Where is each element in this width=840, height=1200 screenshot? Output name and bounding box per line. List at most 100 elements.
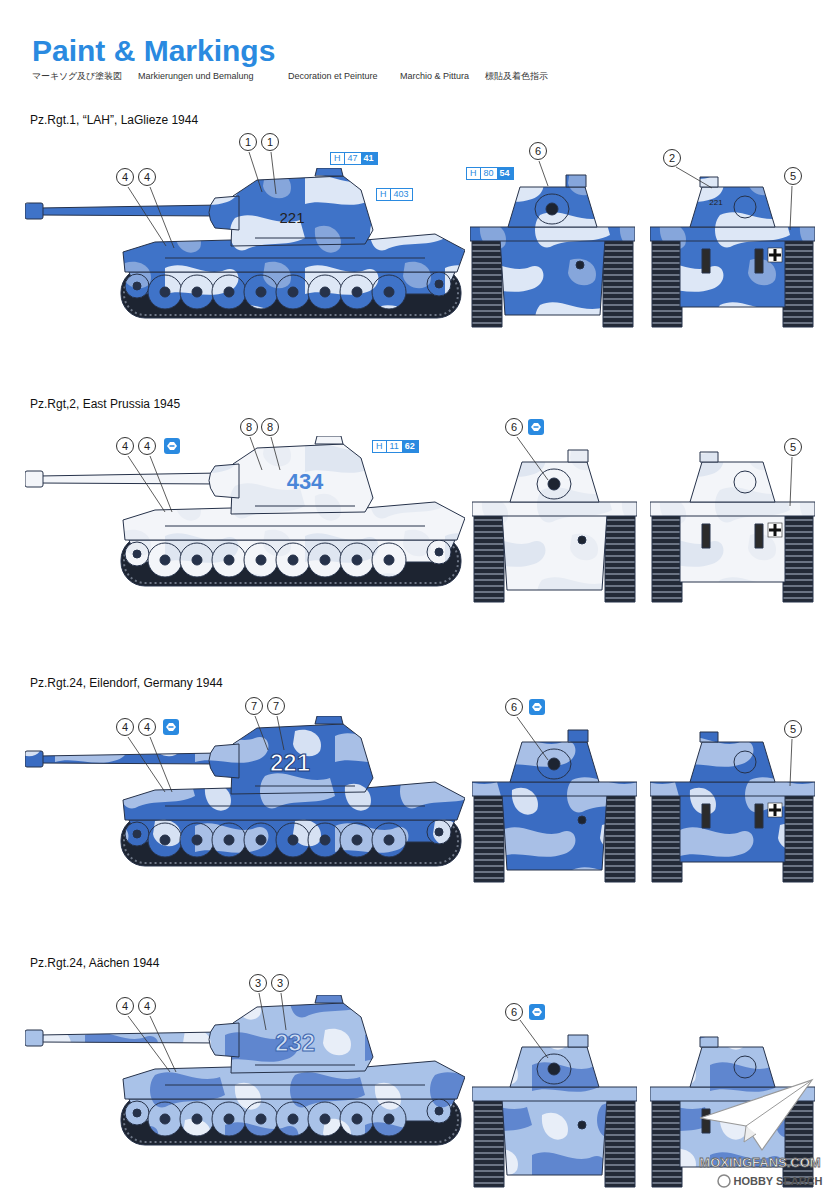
scheme-heading: Pz.Rgt.24, Eilendorf, Germany 1944 (30, 677, 223, 690)
tank-side-view (25, 168, 465, 318)
illustration-part (255, 716, 268, 750)
callout-text: 4 (144, 1001, 150, 1012)
callout-number: 1 (239, 133, 257, 151)
callout-text: 4 (144, 722, 150, 733)
illustration-part (271, 437, 280, 470)
illustration-part (249, 152, 262, 192)
decal-text: 11 (386, 441, 402, 452)
decal-text: H (377, 189, 390, 200)
tank-front-view (472, 730, 637, 882)
illustration-part (517, 717, 548, 760)
decal-text: 41 (361, 153, 377, 164)
illustration-part (128, 1016, 170, 1072)
callout-number: 4 (138, 718, 156, 736)
callout-text: 8 (267, 422, 273, 433)
callout-text: 4 (144, 172, 150, 183)
unit-symbol (528, 419, 544, 435)
scheme-heading: Pz.Rgt.24, Aächen 1944 (30, 957, 159, 970)
decal-text: 403 (390, 189, 412, 200)
callout-number: 4 (116, 437, 134, 455)
illustration-part (250, 437, 262, 470)
illustration-part (744, 1126, 756, 1142)
callout-number: 8 (240, 418, 258, 436)
callout-text: 5 (790, 442, 796, 453)
callout-number: 7 (245, 697, 263, 715)
page-title: Paint & Markings (32, 34, 275, 68)
callout-text: 3 (255, 978, 261, 989)
callout-text: 6 (511, 702, 517, 713)
illustration-part (790, 457, 792, 506)
illustration-part (790, 186, 792, 230)
tank-front-view (472, 1035, 637, 1187)
callout-text: 1 (267, 137, 273, 148)
callout-text: 5 (790, 724, 796, 735)
scheme-heading: Pz.Rgt,2, East Prussia 1945 (30, 398, 180, 411)
turret-number: 434 (287, 470, 324, 494)
subtitle: Decoration et Peinture (288, 72, 378, 82)
illustration-part (676, 167, 712, 188)
illustration-part (790, 739, 792, 786)
illustration-part (128, 456, 165, 512)
illustration-part (277, 716, 284, 750)
decal-text: H (467, 168, 480, 179)
balkenkreuz (768, 248, 782, 262)
callout-number: 4 (138, 437, 156, 455)
callout-number: 8 (261, 418, 279, 436)
callout-number: 1 (261, 133, 279, 151)
turret-number: 221 (279, 210, 304, 227)
decal-text: 62 (402, 441, 418, 452)
callout-number: 4 (116, 997, 134, 1015)
illustration-part (150, 737, 172, 792)
turret-number: 221 (709, 199, 722, 208)
tank-rear-view (650, 177, 815, 327)
decal-text: H (331, 153, 344, 164)
turret-number: 221 (270, 750, 310, 776)
illustration-part (539, 161, 548, 186)
tank-rear-view (650, 452, 815, 602)
callout-number: 3 (249, 974, 267, 992)
callout-number: 4 (116, 168, 134, 186)
tank-rear-view (650, 732, 815, 882)
subtitle: Marchio & Pittura (400, 72, 469, 82)
tank-side-view (25, 995, 465, 1145)
callout-text: 6 (511, 422, 517, 433)
callout-text: 1 (245, 137, 251, 148)
illustration-part (281, 993, 286, 1030)
callout-text: 5 (790, 171, 796, 182)
callout-number: 4 (138, 997, 156, 1015)
watermark: MOXINGFANS.COM (699, 1156, 820, 1170)
callout-text: 4 (144, 441, 150, 452)
tank-front-view (472, 450, 637, 602)
callout-number: 5 (784, 438, 802, 456)
subtitle: Markierungen und Bemalung (138, 72, 254, 82)
decal-text: H (373, 441, 386, 452)
illustration-part (150, 1016, 176, 1072)
balkenkreuz (768, 523, 782, 537)
decal-text: 47 (344, 153, 361, 164)
illustration-part (700, 1080, 812, 1150)
callout-number: 6 (505, 698, 523, 716)
callout-text: 6 (511, 1007, 517, 1018)
balkenkreuz (768, 803, 782, 817)
callout-number: 6 (529, 142, 547, 160)
decal-box: H4741 (330, 152, 378, 165)
decal-box: H403 (376, 188, 413, 201)
callout-text: 3 (277, 978, 283, 989)
callout-text: 8 (246, 422, 252, 433)
illustration-part (520, 1020, 548, 1058)
subtitle: マーキソグ及び塗装図 (32, 72, 122, 82)
callout-number: 6 (505, 1003, 523, 1021)
watermark: HOBBY SEARCH (733, 1175, 822, 1187)
callout-number: 4 (138, 168, 156, 186)
unit-symbol (529, 699, 545, 715)
decal-text: 80 (480, 168, 497, 179)
callout-number: 4 (116, 718, 134, 736)
callout-text: 4 (122, 441, 128, 452)
illustration-part (150, 456, 172, 512)
subtitle: 標貼及着色指示 (485, 72, 548, 82)
callout-number: 5 (784, 720, 802, 738)
callout-number: 5 (784, 167, 802, 185)
callout-number: 2 (663, 149, 681, 167)
illustration-part (128, 187, 166, 246)
